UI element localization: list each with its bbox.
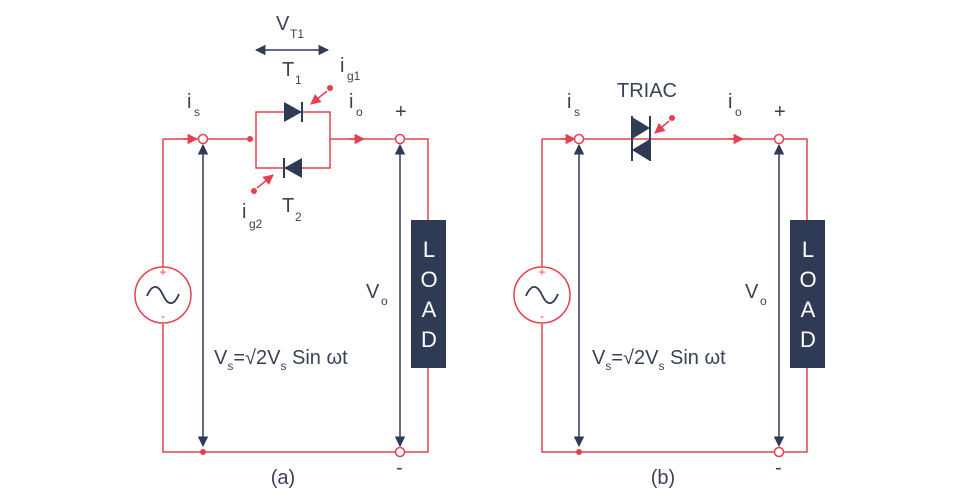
circuit-b: + - L O A D TRIAC i s i o + - V o Vs=√2V… [513, 80, 825, 489]
ac-source-a: + - [134, 265, 192, 324]
circuit-b-wires [541, 138, 808, 453]
svg-text:i: i [187, 91, 191, 113]
load-letter: L [423, 237, 435, 262]
label-minus: - [396, 457, 403, 479]
svg-text:i: i [728, 91, 732, 113]
circuit-a: + - L O A D V T1 T 1 i g1 i g2 T [134, 13, 446, 489]
svg-text:V: V [276, 13, 290, 35]
label-minus: - [775, 457, 782, 479]
svg-text:s: s [574, 105, 580, 119]
node-is [197, 133, 209, 145]
caption-a: (a) [271, 467, 295, 489]
svg-text:+: + [538, 265, 545, 279]
load-letter: D [800, 327, 816, 352]
node-bottom-left [200, 449, 206, 455]
svg-text:+: + [159, 265, 166, 279]
node-is [573, 133, 585, 145]
svg-text:o: o [735, 105, 742, 119]
svg-text:-: - [540, 309, 544, 323]
label-vs-equation: Vs=√2Vs Sin ωt [592, 347, 726, 373]
label-ig1: i g1 [340, 55, 361, 83]
svg-text:g2: g2 [249, 217, 263, 231]
load-letter: A [422, 297, 437, 322]
label-io: i o [349, 91, 363, 119]
svg-text:V: V [366, 281, 380, 303]
label-io: i o [728, 91, 742, 119]
label-plus: + [774, 101, 786, 123]
label-triac: TRIAC [617, 80, 677, 102]
svg-text:-: - [161, 309, 165, 323]
label-vs-equation: Vs=√2Vs Sin ωt [214, 347, 348, 373]
load-b: L O A D [790, 220, 825, 368]
triac-symbol [631, 115, 675, 161]
svg-text:V: V [745, 281, 759, 303]
thyristor-t1 [284, 85, 333, 122]
node-bottom-left [576, 449, 582, 455]
label-t1: T 1 [282, 59, 302, 87]
node-output-top [394, 133, 406, 145]
node-output-bottom [773, 446, 785, 458]
load-letter: A [801, 297, 816, 322]
load-letter: L [802, 237, 814, 262]
svg-text:i: i [349, 91, 353, 113]
label-is: i s [187, 91, 200, 119]
svg-text:T: T [282, 195, 294, 217]
svg-text:1: 1 [295, 73, 302, 87]
svg-text:Vs=√2Vs Sin ωt: Vs=√2Vs Sin ωt [214, 347, 348, 373]
label-ig2: i g2 [242, 201, 263, 231]
svg-text:o: o [760, 294, 767, 308]
svg-text:2: 2 [295, 210, 302, 224]
svg-text:s: s [194, 105, 200, 119]
svg-text:i: i [242, 201, 246, 223]
load-letter: D [421, 327, 437, 352]
caption-b: (b) [651, 467, 675, 489]
load-a: L O A D [411, 220, 446, 368]
load-letter: O [420, 267, 437, 292]
label-plus: + [395, 101, 407, 123]
thyristor-t2 [251, 158, 302, 194]
load-letter: O [799, 267, 816, 292]
node-output-top [773, 133, 785, 145]
svg-text:g1: g1 [347, 69, 361, 83]
svg-text:T1: T1 [290, 27, 304, 41]
ac-source-b: + - [513, 265, 571, 324]
label-t2: T 2 [282, 195, 302, 224]
svg-text:T: T [282, 59, 294, 81]
svg-text:i: i [567, 91, 571, 113]
node-output-bottom [394, 446, 406, 458]
node-junction [247, 136, 253, 142]
label-vt1: V T1 [276, 13, 304, 41]
label-vo: V o [745, 281, 767, 308]
label-is: i s [567, 91, 580, 119]
svg-text:o: o [356, 105, 363, 119]
svg-text:Vs=√2Vs Sin ωt: Vs=√2Vs Sin ωt [592, 347, 726, 373]
label-vo: V o [366, 281, 388, 308]
svg-text:o: o [381, 294, 388, 308]
svg-text:i: i [340, 55, 344, 77]
